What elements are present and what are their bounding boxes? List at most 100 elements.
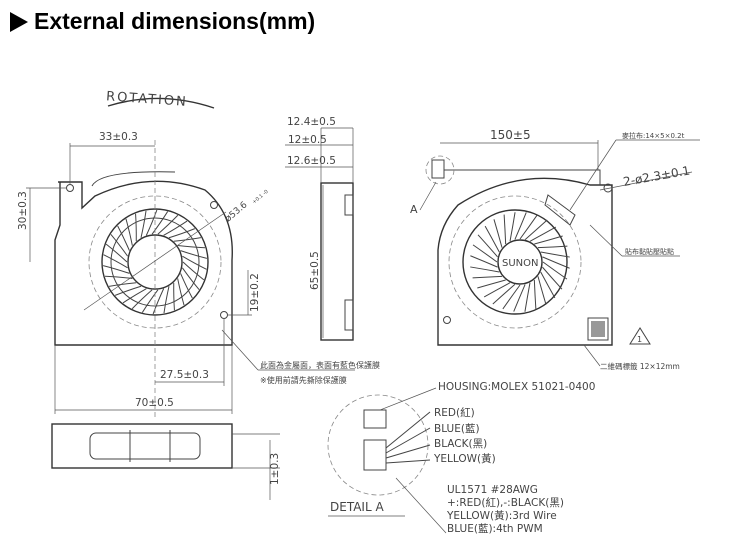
impeller-blade: [182, 255, 207, 270]
dim-150: 150±5: [490, 128, 531, 142]
impeller-blade: [533, 279, 537, 310]
dim-33: 33±0.3: [99, 131, 138, 143]
impeller-blade: [472, 275, 503, 279]
impeller-blade: [151, 211, 169, 235]
mylar-note: 麥拉布:14×5×0.2t: [622, 131, 685, 140]
impeller-blade: [180, 273, 193, 299]
detail-a: HOUSING:MOLEX 51021-0400 RED(紅) BLUE(藍) …: [327, 381, 595, 535]
impeller-blade: [152, 288, 165, 315]
impeller-blade: [524, 282, 531, 312]
dim-65: 65±0.5: [309, 251, 321, 290]
impeller-blade: [483, 282, 511, 298]
triangle-bullet-icon: [10, 11, 28, 32]
impeller-blade: [114, 285, 142, 296]
dim-12: 12±0.5: [288, 134, 327, 146]
impeller-blade: [105, 243, 128, 263]
impeller-blade: [470, 266, 500, 273]
revision-mark: 1: [637, 335, 642, 344]
spec-line: UL1571 #28AWG: [447, 484, 538, 496]
title-text: External dimensions(mm): [34, 8, 316, 34]
impeller-blade: [135, 213, 137, 242]
impeller-blade: [519, 214, 538, 240]
dim-hole-dia: 2-ø2.3±0.1: [622, 163, 691, 189]
impeller-blade: [524, 219, 548, 240]
bottom-view: 1±0.3: [51, 423, 281, 500]
side-view: 12.4±0.5 12±0.5 12.6±0.5 65±0.5: [285, 116, 354, 341]
housing-label: HOUSING:MOLEX 51021-0400: [438, 381, 595, 393]
impeller-blade: [141, 289, 159, 313]
impeller-blade: [131, 289, 153, 310]
impeller-blade: [157, 214, 179, 235]
detail-a-marker: A: [410, 203, 418, 216]
impeller-blade: [182, 261, 205, 281]
impeller-blade: [181, 267, 200, 290]
impeller-blade: [492, 284, 516, 305]
impeller-blade: [542, 256, 570, 269]
dim-30: 30±0.3: [17, 191, 29, 230]
impeller-blade: [502, 284, 521, 310]
impeller-blade: [145, 209, 158, 236]
wire-blue: BLUE(藍): [434, 422, 480, 435]
spec-line: BLUE(藍):4th PWM: [447, 522, 543, 535]
spec-line: +:RED(紅),-:BLACK(黑): [447, 497, 564, 509]
impeller-blade: [163, 286, 170, 314]
dim-27-5: 27.5±0.3: [160, 369, 209, 381]
impeller-blade: [513, 284, 526, 312]
dim-53-6-tol: +0.1 -0: [251, 189, 269, 206]
impeller-blade: [534, 235, 563, 245]
wire-red: RED(紅): [434, 407, 475, 419]
impeller-blade: [104, 275, 133, 279]
impeller-blade: [537, 245, 568, 249]
dim-12-4: 12.4±0.5: [287, 116, 336, 128]
impeller-blade: [177, 245, 206, 249]
impeller-blade: [540, 251, 570, 258]
impeller-blade: [103, 254, 128, 269]
impeller-blade: [168, 228, 196, 239]
dim-1: 1±0.3: [269, 453, 281, 485]
impeller-blade: [103, 265, 130, 274]
impeller-blade: [125, 218, 133, 246]
wire-yellow: YELLOW(黃): [433, 452, 496, 465]
impeller-blade: [540, 271, 556, 299]
impeller-blade: [140, 210, 147, 238]
note-remove-film: ※使用前請先撕除保護膜: [260, 375, 347, 385]
impeller-blade: [173, 237, 202, 242]
impeller-blade: [477, 279, 506, 289]
impeller-blade: [472, 244, 498, 263]
dim-70: 70±0.5: [135, 397, 174, 409]
detail-a-label: DETAIL A: [330, 500, 384, 514]
impeller-blade: [509, 212, 516, 242]
impeller-blade: [493, 219, 503, 248]
impeller-blade: [484, 225, 500, 253]
impeller-blade: [180, 250, 207, 259]
impeller-blade: [122, 288, 147, 304]
tape-note: 貼布黏貼壓貼點: [625, 247, 674, 256]
impeller-blade: [503, 214, 507, 245]
impeller-blade: [514, 212, 527, 240]
qr-note: 二維碼標籤 12×12mm: [600, 361, 680, 371]
note-metal-face: 此面為金屬面，表面有藍色保護膜: [260, 360, 380, 370]
impeller-blade: [542, 266, 563, 290]
section-title: External dimensions(mm): [10, 8, 315, 35]
impeller-blade: [477, 234, 498, 258]
brand-label: SUNON: [502, 258, 539, 269]
impeller-blade: [117, 225, 130, 251]
rotation-arrow-icon: [107, 97, 215, 109]
impeller-blade: [537, 276, 547, 305]
dim-53-6: ø53.6: [224, 200, 250, 224]
wire-black: BLACK(黑): [434, 438, 487, 450]
impeller-blade: [542, 261, 568, 280]
rear-view: SUNON 150±5 A 麥拉布:14×5×0.2t 2-ø2.3±0.1 貼…: [410, 128, 700, 371]
dim-19: 19±0.2: [249, 273, 261, 312]
dim-12-6: 12.6±0.5: [287, 155, 336, 167]
rotation-label: ROTATION: [106, 89, 189, 110]
impeller-blade: [108, 282, 137, 287]
impeller-blade: [173, 282, 175, 311]
qr-code-icon: [587, 317, 609, 341]
impeller-blade: [163, 220, 188, 236]
impeller-blade: [529, 226, 557, 242]
spec-line: YELLOW(黃):3rd Wire: [446, 509, 557, 522]
impeller-blade: [110, 234, 129, 257]
impeller-blade: [177, 278, 185, 306]
